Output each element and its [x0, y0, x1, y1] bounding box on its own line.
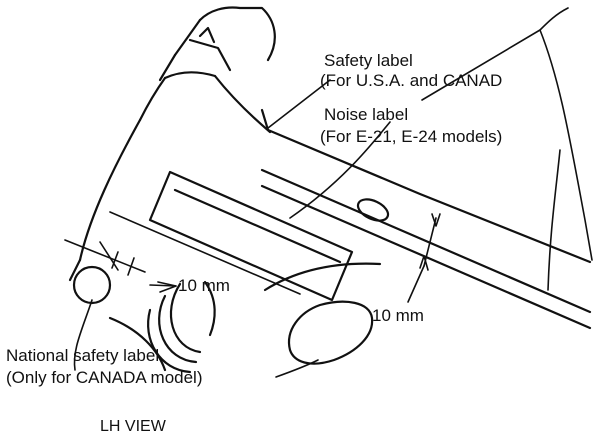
dimension-left-lines	[64, 239, 177, 293]
noise-label-plate	[109, 170, 354, 302]
safety-label-text: Safety label	[324, 51, 413, 70]
dimension-left-text: 10 mm	[178, 276, 230, 295]
noise-label-note: (For E-21, E-24 models)	[320, 127, 502, 146]
noise-label-text: Noise label	[324, 105, 408, 124]
national-safety-label-mark	[72, 265, 112, 305]
tool-body-outline	[68, 6, 592, 372]
dimension-right-lines	[407, 213, 441, 303]
lower-pad	[287, 300, 374, 365]
noise-label-tab	[356, 198, 390, 222]
national-safety-label-text: National safety label	[6, 346, 159, 365]
dimension-right-text: 10 mm	[372, 306, 424, 325]
national-safety-label-note: (Only for CANADA model)	[6, 368, 203, 387]
leader-lines	[73, 7, 593, 378]
safety-label-note: (For U.S.A. and CANAD	[320, 71, 502, 90]
knob-arcs	[147, 280, 216, 374]
view-caption: LH VIEW	[100, 418, 167, 435]
